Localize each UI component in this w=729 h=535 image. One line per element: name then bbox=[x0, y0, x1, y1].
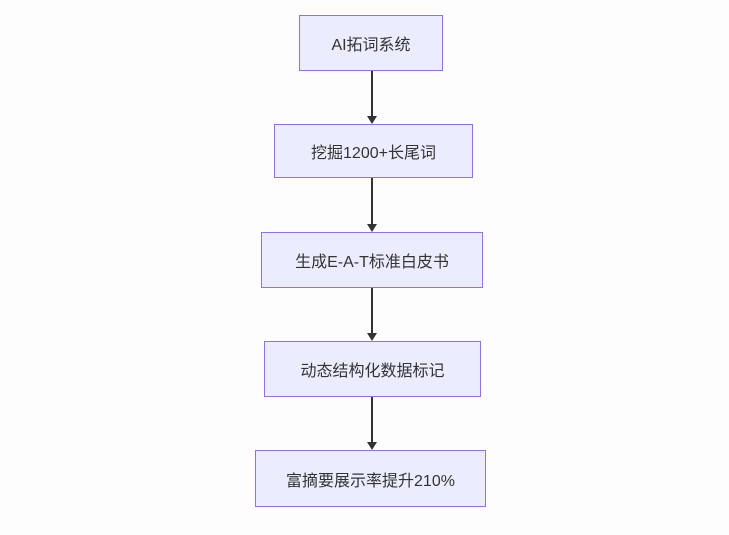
flowchart-node-ai-word-system: AI拓词系统 bbox=[299, 15, 443, 71]
arrowhead-icon bbox=[367, 442, 377, 450]
arrow-down-connector bbox=[366, 288, 378, 341]
flowchart-node-structured-data: 动态结构化数据标记 bbox=[264, 341, 481, 397]
arrow-down-connector bbox=[366, 71, 378, 124]
arrow-shaft bbox=[371, 71, 373, 116]
node-label: 挖掘1200+长尾词 bbox=[311, 145, 436, 162]
node-label: 动态结构化数据标记 bbox=[300, 363, 445, 380]
flowchart-node-longtail-mining: 挖掘1200+长尾词 bbox=[274, 124, 473, 178]
flowchart-node-eat-whitepaper: 生成E-A-T标准白皮书 bbox=[261, 232, 483, 288]
arrowhead-icon bbox=[367, 224, 377, 232]
arrowhead-icon bbox=[367, 333, 377, 341]
arrow-down-connector bbox=[366, 178, 378, 232]
node-label: AI拓词系统 bbox=[331, 37, 411, 54]
arrowhead-icon bbox=[367, 116, 377, 124]
node-label: 富摘要展示率提升210% bbox=[286, 472, 455, 490]
arrow-shaft bbox=[371, 288, 373, 333]
flowchart-node-rich-snippet-result: 富摘要展示率提升210% bbox=[255, 450, 486, 507]
arrow-down-connector bbox=[366, 397, 378, 450]
node-label: 生成E-A-T标准白皮书 bbox=[295, 254, 449, 271]
arrow-shaft bbox=[371, 178, 373, 224]
arrow-shaft bbox=[371, 397, 373, 442]
